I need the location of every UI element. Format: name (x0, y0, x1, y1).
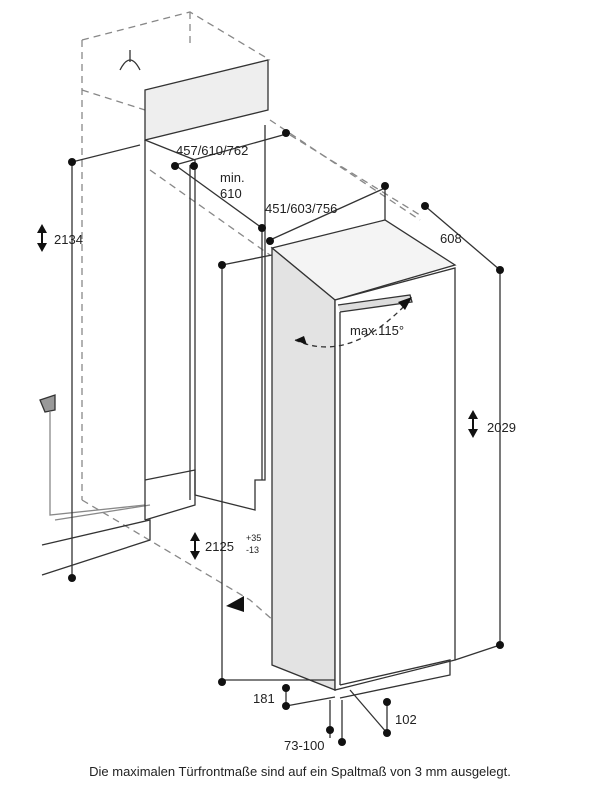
door-width-label: 451/603/756 (265, 201, 338, 216)
appliance (270, 219, 457, 699)
niche-height-label: 2125 (205, 539, 234, 554)
appliance-height-label: 2029 (487, 420, 516, 435)
door-angle-label: max.115° (350, 323, 405, 338)
min-depth-value: 610 (220, 186, 242, 201)
dimension-lines (71, 132, 501, 742)
niche-height-tolerance-plus: +35 (246, 533, 262, 543)
water-tap-icon (39, 50, 151, 521)
caption: Die maximalen Türfrontmaße sind auf ein … (89, 764, 511, 779)
dimension-dots (68, 129, 504, 746)
door-angle-arc (294, 299, 411, 348)
plinth-height-label: 181 (253, 691, 275, 706)
min-depth-label: min. (220, 170, 245, 185)
height-arrow-icons (37, 224, 478, 612)
plinth-offset-label: 73-100 (284, 738, 325, 753)
niche-width-label: 457/610/762 (176, 143, 249, 158)
niche-walls (41, 59, 269, 576)
plinth-depth-label: 102 (395, 712, 417, 727)
niche-total-height-label: 2134 (54, 232, 83, 247)
niche-height-tolerance-minus: -13 (246, 545, 260, 555)
appliance-depth-label: 608 (440, 231, 462, 246)
